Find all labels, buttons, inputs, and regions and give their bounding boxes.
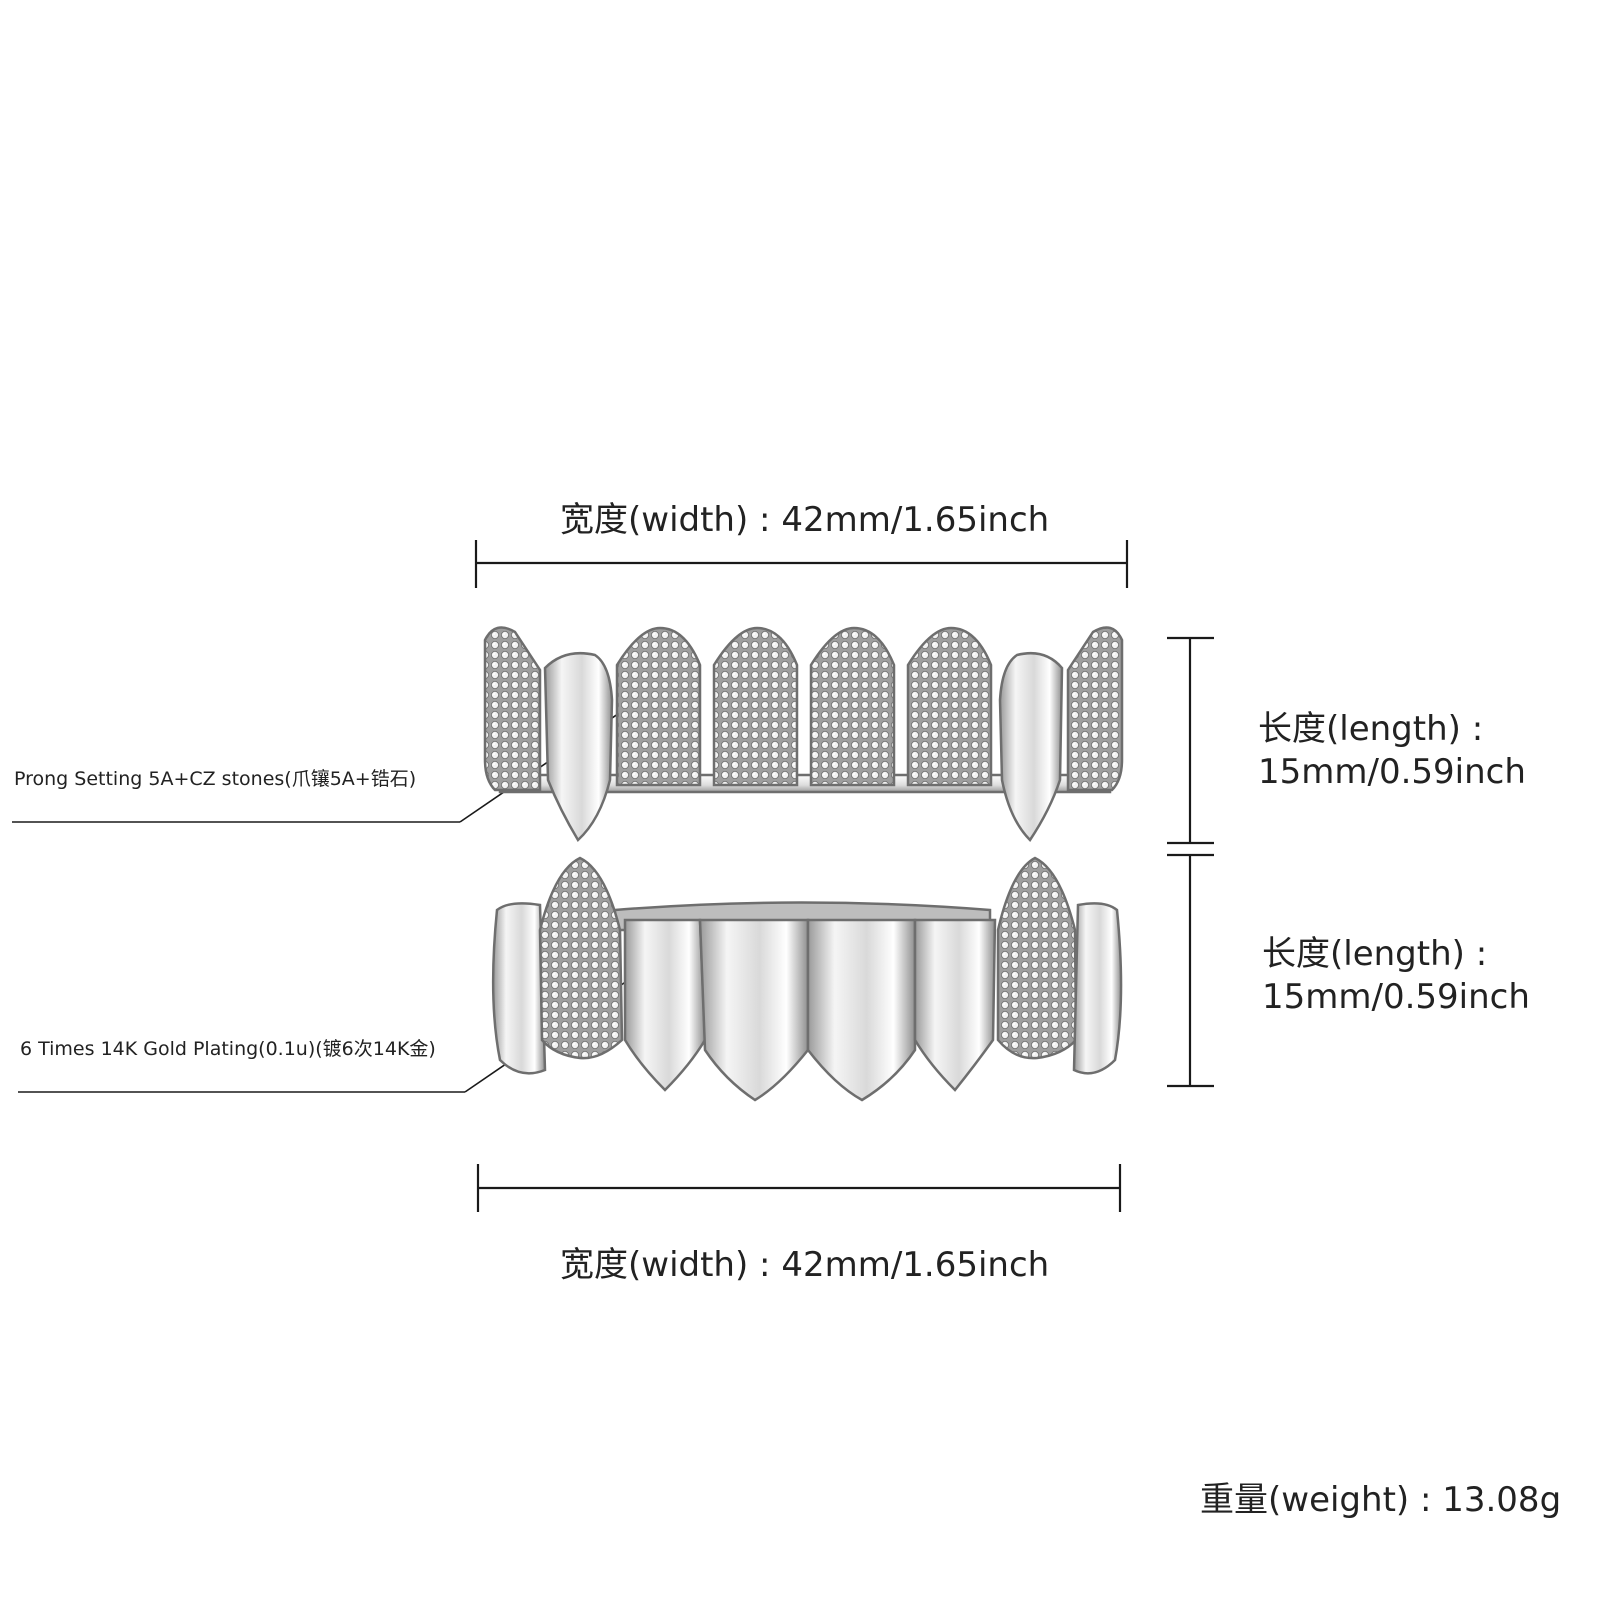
width-dimension-top	[474, 540, 1129, 588]
callout-prong-setting: Prong Setting 5A+CZ stones(爪镶5A+锆石)	[14, 768, 417, 790]
weight-label: 重量(weight) : 13.08g	[1200, 1480, 1562, 1520]
callout-gold-plating: 6 Times 14K Gold Plating(0.1u)(镀6次14K金)	[20, 1038, 436, 1060]
bottom-grill	[491, 856, 1123, 1102]
width-label-bottom: 宽度(width) : 42mm/1.65inch	[560, 1245, 1050, 1285]
length-dimension-bottom	[1167, 853, 1214, 1088]
length-label-bottom-line2: 15mm/0.59inch	[1262, 977, 1530, 1017]
width-label-top: 宽度(width) : 42mm/1.65inch	[560, 500, 1050, 540]
length-label-top-line2: 15mm/0.59inch	[1258, 752, 1526, 792]
width-dimension-bottom	[476, 1164, 1122, 1212]
length-dimension-top	[1167, 636, 1214, 845]
length-label-bottom-line1: 长度(length) :	[1262, 934, 1488, 974]
top-grill	[483, 626, 1124, 842]
length-label-top-line1: 长度(length) :	[1258, 709, 1484, 749]
